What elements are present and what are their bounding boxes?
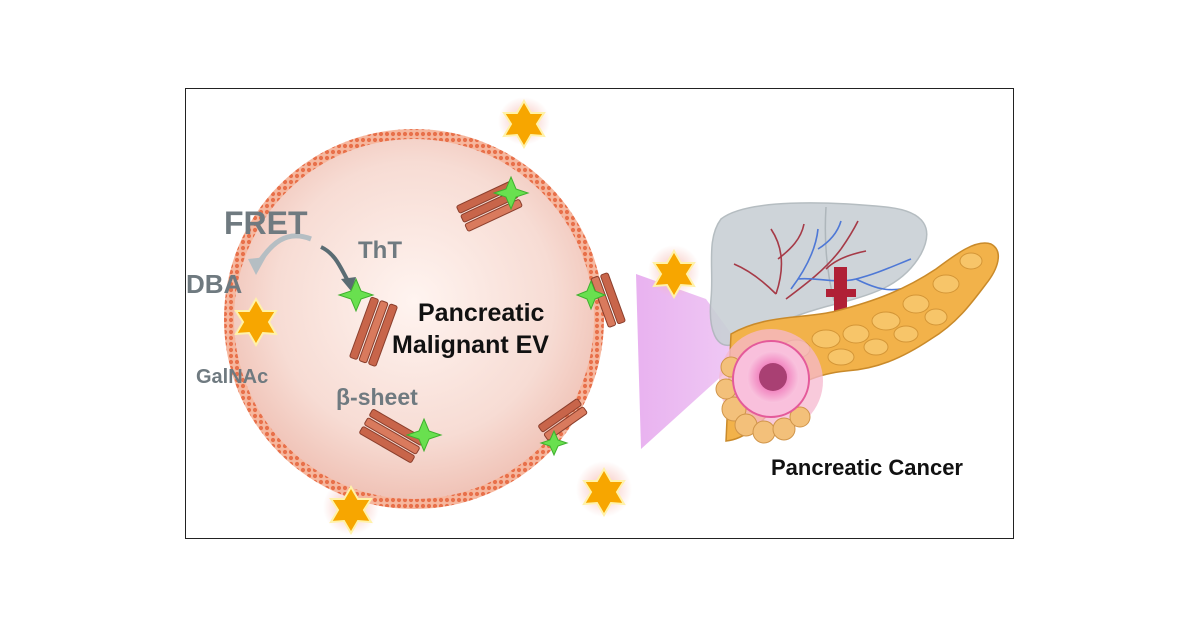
fret-label: FRET <box>224 205 308 241</box>
diagram-canvas <box>224 97 1000 535</box>
tht-arrow <box>320 245 350 283</box>
tht-stars <box>337 175 607 457</box>
liver-illustration <box>709 202 928 347</box>
extracellular-vesicle <box>224 129 604 509</box>
galnac-label: GalNAc <box>196 366 269 388</box>
beta-sheet-label: β-sheet <box>336 384 418 410</box>
tumor-illustration <box>715 329 823 444</box>
tht-label: ThT <box>358 237 402 264</box>
organ-label: Pancreatic Cancer <box>771 455 963 480</box>
galnac-stars <box>234 99 696 535</box>
fret-arrowhead <box>248 257 266 275</box>
figure-frame: FRET DBA GalNAc ThT β-sheet Pancreatic M… <box>185 88 1014 539</box>
ev-title-line1: Pancreatic <box>418 299 545 327</box>
dba-label: DBA <box>186 269 243 299</box>
pancreas-illustration <box>725 242 1000 442</box>
ev-title-line2: Malignant EV <box>392 331 549 359</box>
